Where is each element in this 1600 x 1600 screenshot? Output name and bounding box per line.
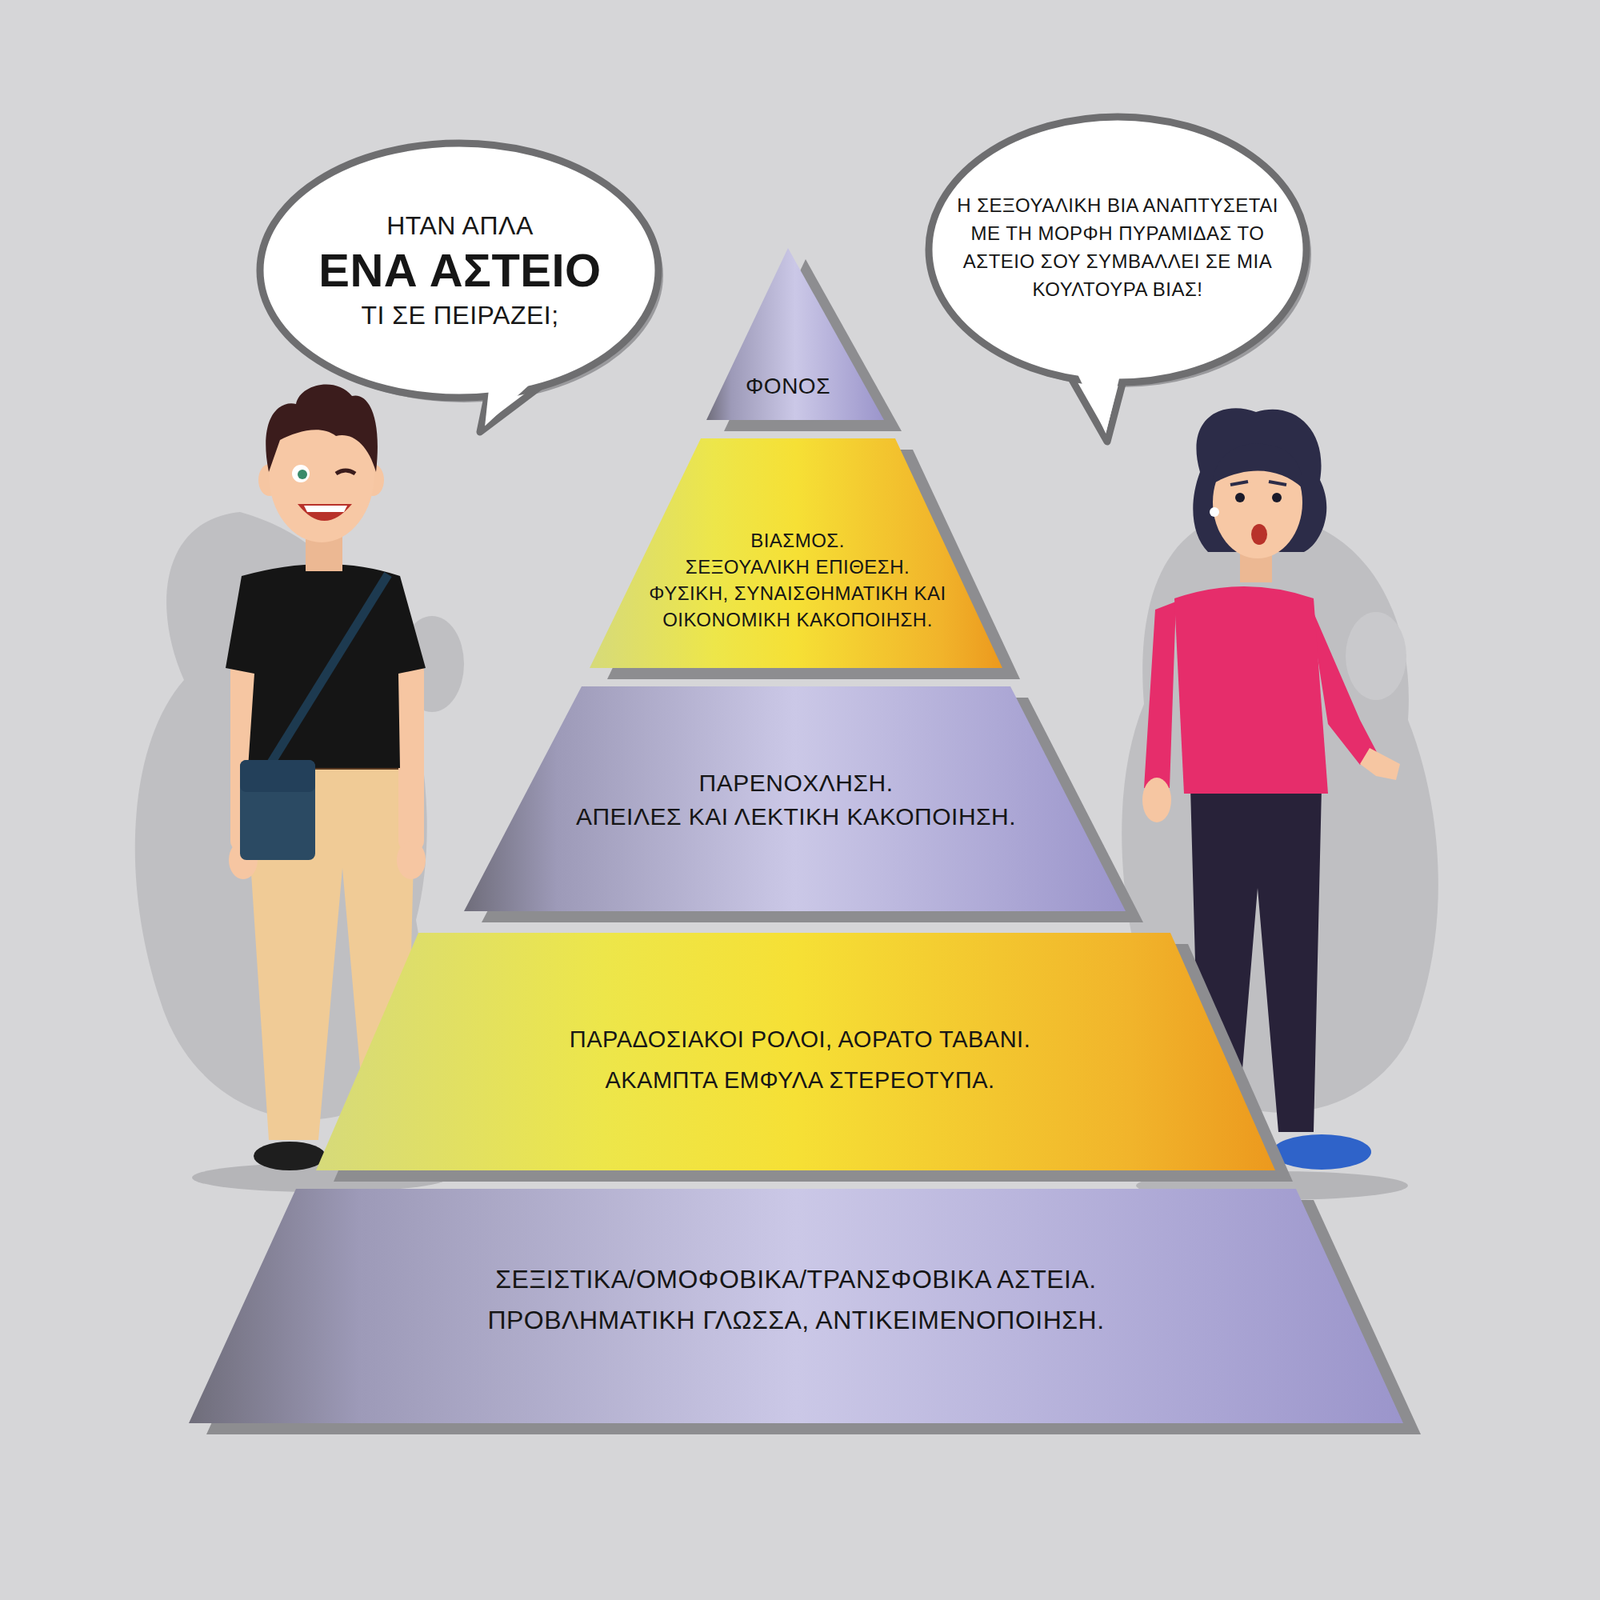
woman-figure-part (1142, 777, 1172, 823)
woman-figure-part (1230, 481, 1248, 485)
man-figure-part (265, 384, 378, 472)
woman-figure-part (1251, 524, 1268, 545)
node-text: ΦΥΣΙΚΗ, ΣΥΝΑΙΣΘΗΜΑΤΙΚΗ ΚΑΙ ΟΙΚΟΝΟΜΙΚΗ ΚΑ… (601, 580, 994, 633)
man-figure-part (297, 504, 352, 521)
node-text: ΠΡΟΒΛΗΜΑΤΙΚΗ ΓΛΩΣΣΑ, ΑΝΤΙΚΕΙΜΕΝΟΠΟΙΗΣΗ. (487, 1300, 1104, 1341)
bubble-tail-fill (484, 371, 544, 427)
node-text: ΠΑΡΕΝΟΧΛΗΣΗ. (699, 766, 894, 800)
text-area: ΒΙΑΣΜΟΣ.ΣΕΞΟΥΑΛΙΚΗ ΕΠΙΘΕΣΗ.ΦΥΣΙΚΗ, ΣΥΝΑΙ… (601, 500, 994, 660)
speech-bubble: ΗΤΑΝ ΑΠΛΑΕΝΑ ΑΣΤΕΙΟΤΙ ΣΕ ΠΕΙΡΑΖΕΙ; (253, 136, 665, 439)
man-figure-part (398, 660, 424, 852)
speech-bubble: Η ΣΕΞΟΥΑΛΙΚΗ ΒΙΑ ΑΝΑΠΤΥΣΕΤΑΙ ΜΕ ΤΗ ΜΟΡΦΗ… (922, 110, 1313, 448)
pyramid-band-fill (188, 1188, 1404, 1424)
node-text: ΣΕΞΟΥΑΛΙΚΗ ΕΠΙΘΕΣΗ. (685, 553, 910, 580)
text-area: ΣΕΞΙΣΤΙΚΑ/ΟΜΟΦΟΒΙΚΑ/ΤΡΑΝΣΦΟΒΙΚΑ ΑΣΤΕΙΑ.Π… (304, 1228, 1288, 1372)
pyramid-band-fill (316, 932, 1276, 1171)
pyramid-band-shape (464, 686, 1126, 912)
man-figure-part (270, 574, 388, 764)
text-area: Η ΣΕΞΟΥΑΛΙΚΗ ΒΙΑ ΑΝΑΠΤΥΣΕΤΑΙ ΜΕ ΤΗ ΜΟΡΦΗ… (953, 145, 1282, 351)
text-area: ΗΤΑΝ ΑΠΛΑΕΝΑ ΑΣΤΕΙΟΤΙ ΣΕ ΠΕΙΡΑΖΕΙ; (304, 177, 616, 364)
pyramid-band: ΠΑΡΕΝΟΧΛΗΣΗ.ΑΠΕΙΛΕΣ ΚΑΙ ΛΕΚΤΙΚΗ ΚΑΚΟΠΟΙΗ… (464, 686, 1126, 912)
pyramid-band: ΣΕΞΙΣΤΙΚΑ/ΟΜΟΦΟΒΙΚΑ/ΤΡΑΝΣΦΟΒΙΚΑ ΑΣΤΕΙΑ.Π… (188, 1188, 1404, 1424)
woman-figure-part (1209, 507, 1220, 517)
node-text: Η ΣΕΞΟΥΑΛΙΚΗ ΒΙΑ ΑΝΑΠΤΥΣΕΤΑΙ ΜΕ ΤΗ ΜΟΡΦΗ… (953, 192, 1282, 304)
bubble-outline (928, 116, 1307, 383)
pyramid-band-fill (589, 438, 1003, 668)
pyramid-apex-fill (706, 248, 884, 420)
text-area: ΠΑΡΕΝΟΧΛΗΣΗ.ΑΠΕΙΛΕΣ ΚΑΙ ΛΕΚΤΙΚΗ ΚΑΚΟΠΟΙΗ… (552, 720, 1040, 880)
node-text: ΑΚΑΜΠΤΑ ΕΜΦΥΛΑ ΣΤΕΡΕΟΤΥΠΑ. (604, 1060, 995, 1101)
node-text: ΕΝΑ ΑΣΤΕΙΟ (318, 241, 601, 300)
node-text: ΑΠΕΙΛΕΣ ΚΑΙ ΛΕΚΤΙΚΗ ΚΑΚΟΠΟΙΗΣΗ. (576, 800, 1016, 834)
man-figure-part (336, 470, 356, 474)
node-text: ΠΑΡΑΔΟΣΙΑΚΟΙ ΡΟΛΟΙ, ΑΟΡΑΤΟ ΤΑΒΑΝΙ. (569, 1019, 1031, 1060)
bubble-outline (260, 143, 659, 398)
text-area: ΦΟΝΟΣ (732, 361, 844, 412)
man-figure-part (304, 505, 348, 512)
woman-figure-part (1360, 748, 1400, 780)
woman-figure-part (1272, 492, 1282, 503)
man-figure-part (225, 564, 426, 768)
node-text: ΒΙΑΣΜΟΣ. (750, 527, 845, 554)
man-figure-part (253, 1141, 326, 1171)
pyramid-band-fill (464, 686, 1126, 912)
background-blobs-part (1345, 612, 1407, 700)
pyramid-apex: ΦΟΝΟΣ (706, 248, 884, 420)
pyramid-band: ΠΑΡΑΔΟΣΙΑΚΟΙ ΡΟΛΟΙ, ΑΟΡΑΤΟ ΤΑΒΑΝΙ.ΑΚΑΜΠΤ… (316, 932, 1276, 1171)
woman-figure-part (1268, 481, 1287, 485)
woman-figure-part (1235, 492, 1245, 503)
pyramid-band: ΒΙΑΣΜΟΣ.ΣΕΞΟΥΑΛΙΚΗ ΕΠΙΘΕΣΗ.ΦΥΣΙΚΗ, ΣΥΝΑΙ… (589, 438, 1003, 668)
woman-figure-part (1144, 601, 1176, 788)
man-figure-part (240, 760, 316, 792)
node-text: ΣΕΞΙΣΤΙΚΑ/ΟΜΟΦΟΒΙΚΑ/ΤΡΑΝΣΦΟΒΙΚΑ ΑΣΤΕΙΑ. (495, 1259, 1096, 1300)
man-figure-part (292, 464, 310, 483)
man-figure-part (396, 840, 426, 880)
woman-figure-part (1174, 586, 1328, 794)
woman-figure-part (1212, 443, 1303, 488)
node-text: ΤΙ ΣΕ ΠΕΙΡΑΖΕΙ; (360, 299, 559, 332)
man-figure-part (297, 469, 308, 480)
pyramid-band-shape (589, 438, 1003, 668)
node-text: ΦΟΝΟΣ (745, 372, 831, 400)
node-text: ΗΤΑΝ ΑΠΛΑ (386, 209, 534, 242)
text-area: ΠΑΡΑΔΟΣΙΑΚΟΙ ΡΟΛΟΙ, ΑΟΡΑΤΟ ΤΑΒΑΝΙ.ΑΚΑΜΠΤ… (376, 988, 1224, 1132)
bubble-tail-fill (1073, 365, 1122, 434)
woman-figure-part (1272, 1134, 1372, 1170)
man-figure-part (240, 760, 316, 860)
